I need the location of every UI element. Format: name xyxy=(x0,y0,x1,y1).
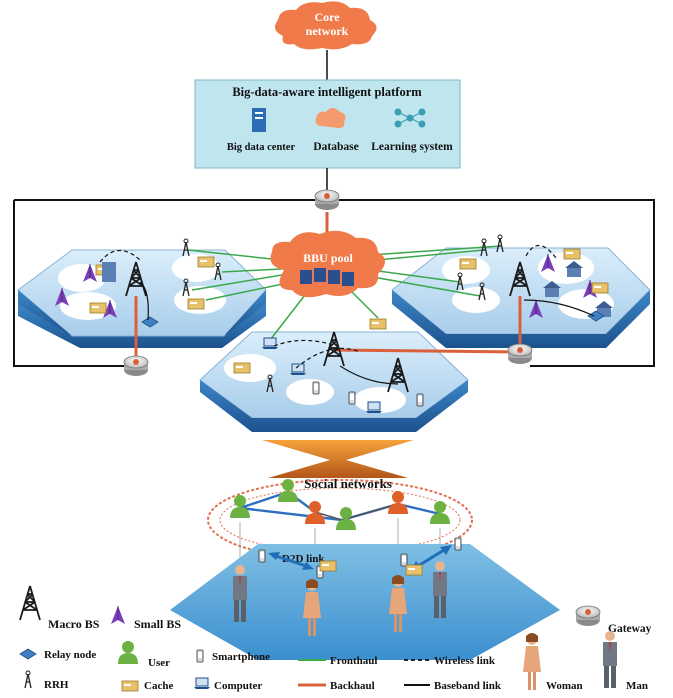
legend-rrh-label: RRH xyxy=(44,679,69,691)
legend-macro-bs-label: Macro BS xyxy=(48,617,100,631)
funnel-arrow xyxy=(262,440,414,478)
gateway-icon-top xyxy=(314,189,340,211)
cell-cloud-areas xyxy=(58,252,614,413)
legend-woman-icon xyxy=(523,633,541,690)
legend-smartphone-label: Smartphone xyxy=(212,651,270,663)
bbu-servers-icon xyxy=(300,268,354,286)
platform-item-database: Database xyxy=(313,141,358,153)
legend-user-icon xyxy=(118,641,138,664)
social-networks-label: Social networks xyxy=(304,476,392,491)
legend-gateway-icon xyxy=(575,605,601,627)
social-networks: Social networks xyxy=(207,476,473,561)
legend-small-bs-label: Small BS xyxy=(134,617,181,631)
legend-man-icon xyxy=(603,631,617,688)
legend-backhaul-label: Backhaul xyxy=(330,680,375,692)
legend-computer-label: Computer xyxy=(214,680,262,692)
core-network-cloud: Core network xyxy=(274,1,377,50)
legend-baseband-link-label: Baseband link xyxy=(434,680,502,692)
social-user-3 xyxy=(305,501,325,524)
platform-title: Big-data-aware intelligent platform xyxy=(232,85,422,99)
legend-man-label: Man xyxy=(626,680,648,692)
learning-system-icon xyxy=(394,108,426,128)
legend-cache-label: Cache xyxy=(144,680,173,692)
core-network-label-line1: Core xyxy=(314,10,340,24)
legend-cache-icon xyxy=(121,680,139,692)
baseband-local-links xyxy=(139,281,595,385)
building-group xyxy=(102,261,613,317)
social-user-5 xyxy=(388,491,408,514)
legend-small-bs-icon xyxy=(110,605,126,625)
legend-relay-node-label: Relay node xyxy=(44,649,96,661)
legend-woman-label: Woman xyxy=(546,680,583,692)
legend-wireless-link-label: Wireless link xyxy=(434,655,496,667)
legend-gateway-label: Gateway xyxy=(608,623,652,635)
social-user-2 xyxy=(278,479,298,502)
cell-left xyxy=(17,249,267,348)
cell-center xyxy=(199,331,469,432)
wireless-links xyxy=(99,244,557,369)
legend-smartphone-icon xyxy=(196,649,204,663)
big-data-center-icon xyxy=(252,108,266,132)
platform-item-big-data-center: Big data center xyxy=(227,142,296,153)
legend-relay-node-icon xyxy=(19,648,37,660)
legend-macro-bs-icon xyxy=(19,585,41,621)
gateway-icon-left xyxy=(123,355,149,377)
baseband-link-frame xyxy=(13,199,655,367)
big-data-platform: Big-data-aware intelligent platform Big … xyxy=(194,79,461,169)
legend-rrh-icon xyxy=(24,670,32,689)
bbu-pool-label: BBU pool xyxy=(303,251,353,265)
legend-fronthaul-label: Fronthaul xyxy=(330,655,377,667)
social-links xyxy=(239,490,441,522)
legend-computer-icon xyxy=(193,677,211,690)
database-icon xyxy=(315,108,346,128)
d2d-plane xyxy=(170,544,560,660)
platform-item-learning-system: Learning system xyxy=(371,141,453,153)
bbu-pool-cloud: BBU pool xyxy=(270,230,385,298)
legend: Macro BS Small BS Gateway Relay node RRH… xyxy=(19,585,652,692)
social-links-gray xyxy=(314,503,399,521)
core-network-label-line2: network xyxy=(306,24,349,38)
gateway-icon-right xyxy=(507,343,533,365)
legend-user-label: User xyxy=(148,657,170,669)
